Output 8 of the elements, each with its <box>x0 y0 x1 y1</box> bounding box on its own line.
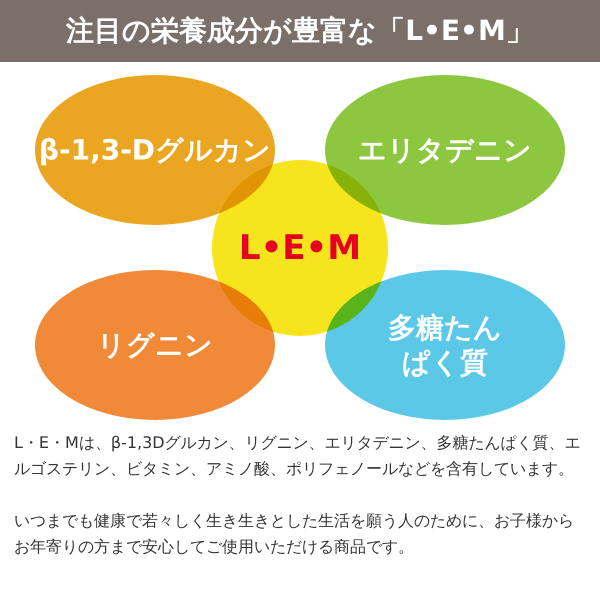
ingredient-label: β-1,3-Dグルカン <box>38 132 272 168</box>
description-paragraph: いつまでも健康で若々しく生き生きとした生活を願う人のために、お子様からお年寄りの方まで安心してご使用いただける商品です。 <box>14 510 575 558</box>
ingredient-label: 多糖たんぱく質 <box>387 310 503 380</box>
ingredient-label: リグニン <box>96 328 214 362</box>
ingredient-label: エリタデニン <box>357 132 533 168</box>
center-label: L•E•M <box>238 226 362 270</box>
description-paragraph: L・E・Mは、β-1,3Dグルカン、リグニン、エリタデニン、多糖たんぱく質、エルゴステリン、ビタミン、アミノ酸、ポリフェノールなどを含有しています。 <box>14 432 582 480</box>
title-banner: 注目の栄養成分が豊富な「L•E•M」 <box>0 0 600 62</box>
